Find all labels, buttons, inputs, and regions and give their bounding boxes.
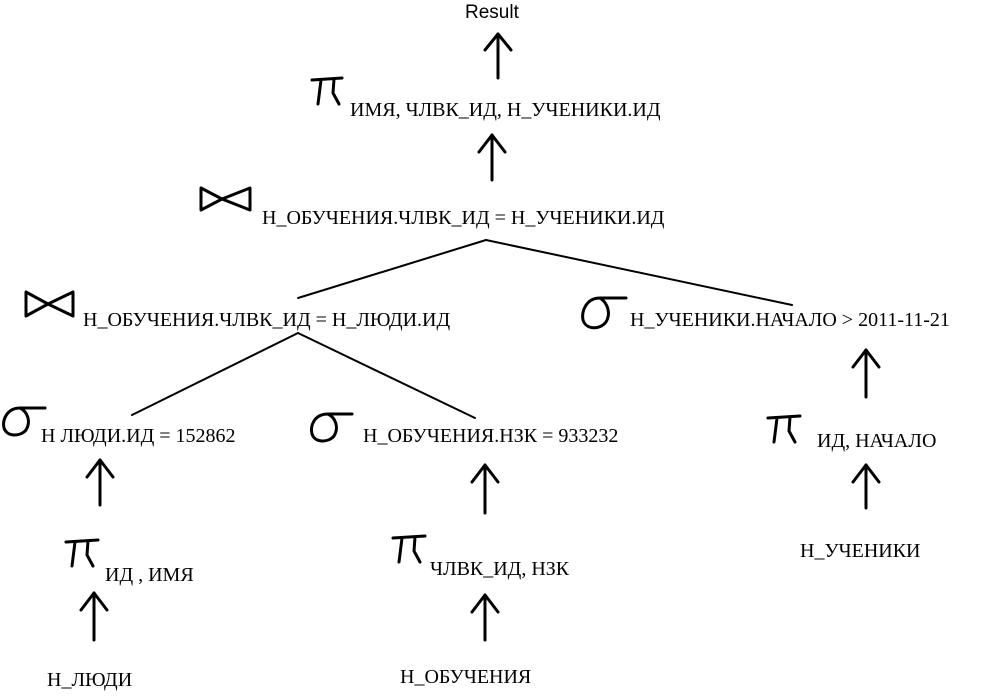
projection-top-attributes: ИМЯ, ЧЛВК_ИД, Н_УЧЕНИКИ.ИД xyxy=(350,99,661,121)
arrow-to-projection-top xyxy=(477,133,507,182)
arrow-students-projection xyxy=(851,463,881,510)
projection-study-icon xyxy=(391,534,427,564)
projection-top-icon xyxy=(310,76,344,106)
arrow-people-projection xyxy=(79,591,109,642)
arrow-result xyxy=(483,32,513,80)
branch-left-people xyxy=(131,332,299,416)
arrow-students-select xyxy=(851,348,881,399)
projection-people-icon xyxy=(64,538,100,568)
join-top-condition: Н_ОБУЧЕНИЯ.ЧЛВК_ИД = Н_УЧЕНИКИ.ИД xyxy=(262,207,665,229)
arrow-study-projection xyxy=(470,593,500,642)
branch-top-left xyxy=(297,239,487,299)
table-study: Н_ОБУЧЕНИЯ xyxy=(400,666,532,688)
select-study-icon xyxy=(310,412,354,443)
table-people: Н_ЛЮДИ xyxy=(47,669,133,691)
select-study-condition: Н_ОБУЧЕНИЯ.НЗК = 933232 xyxy=(363,425,619,447)
branch-left-study xyxy=(297,332,476,419)
table-students: Н_УЧЕНИКИ xyxy=(800,540,921,562)
projection-people-attributes: ИД , ИМЯ xyxy=(105,564,194,586)
result-label: Result xyxy=(465,2,519,23)
tree-branches xyxy=(131,239,793,419)
select-right-condition: Н_УЧЕНИКИ.НАЧАЛО > 2011-11-21 xyxy=(630,309,950,331)
join-left-condition: Н_ОБУЧЕНИЯ.ЧЛВК_ИД = Н_ЛЮДИ.ИД xyxy=(83,309,451,331)
join-left-icon xyxy=(24,290,75,318)
select-people-icon xyxy=(2,406,47,437)
join-top-icon xyxy=(199,186,252,212)
select-people-condition: Н ЛЮДИ.ИД = 152862 xyxy=(41,425,236,447)
arrow-study-select xyxy=(470,463,500,515)
branch-top-right xyxy=(485,239,793,306)
projection-students-icon xyxy=(766,414,802,444)
projection-students-attributes: ИД, НАЧАЛО xyxy=(817,430,937,452)
projection-study-attributes: ЧЛВК_ИД, НЗК xyxy=(430,558,570,580)
arrow-people-select xyxy=(85,458,115,507)
select-right-icon xyxy=(581,296,628,330)
